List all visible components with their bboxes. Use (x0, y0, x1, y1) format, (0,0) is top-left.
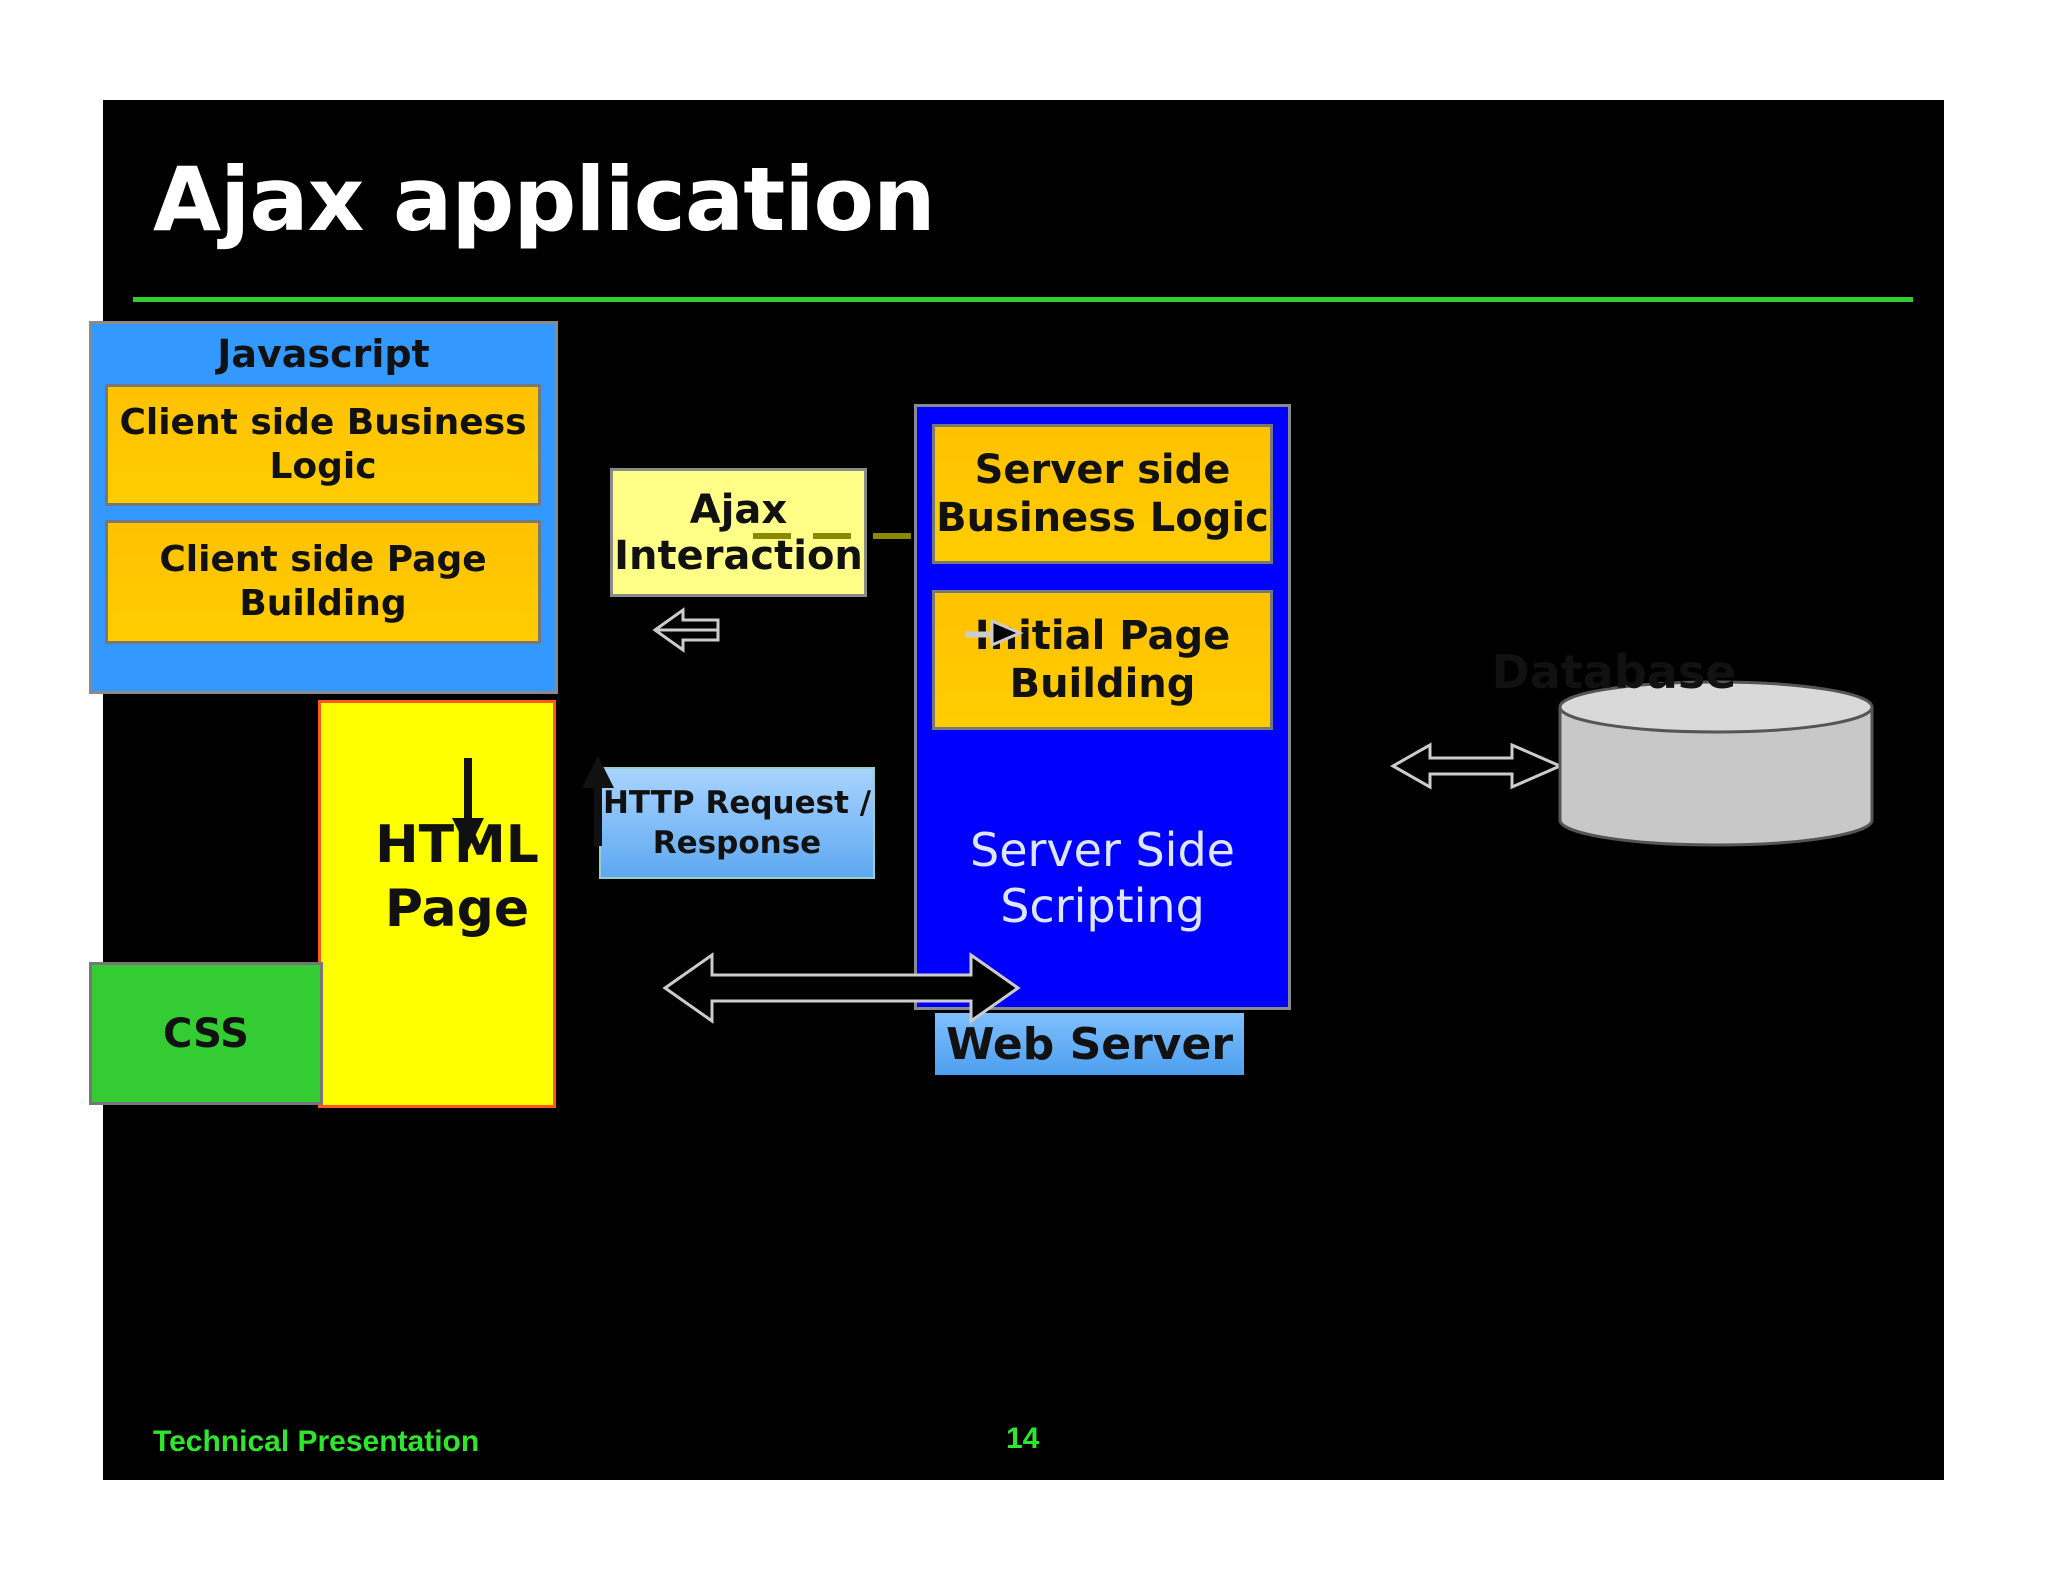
ajax-dash-decoration (873, 533, 911, 539)
ajax-right-arrow (965, 618, 1024, 648)
client-page-building-box: Client side Page Building (105, 520, 541, 644)
footer-text: Technical Presentation (153, 1425, 480, 1458)
database-double-arrow (1389, 742, 1564, 790)
ajax-dash-decoration (753, 533, 791, 539)
slide-title: Ajax application (153, 148, 936, 251)
page-number: 14 (1006, 1422, 1040, 1455)
title-rule (133, 297, 1913, 302)
http-request-response-box: HTTP Request / Response (599, 767, 875, 879)
down-arrow-icon (452, 758, 484, 850)
ajax-dash-decoration (813, 533, 851, 539)
server-business-logic-box: Server side Business Logic (932, 424, 1273, 564)
database-label: Database (1491, 645, 1737, 699)
html-page-box: HTML Page (318, 700, 556, 1108)
database-cylinder-icon (1558, 680, 1874, 847)
web-server-label: Web Server (935, 1013, 1244, 1075)
initial-page-building-box: Initial Page Building (932, 590, 1273, 730)
up-arrow-icon (582, 756, 614, 846)
javascript-title: Javascript (217, 332, 430, 376)
http-double-arrow (662, 952, 1021, 1024)
ajax-interaction-box: Ajax Interaction (610, 468, 867, 597)
ajax-left-arrow (652, 607, 720, 653)
server-scripting-label: Server Side Scripting (970, 823, 1235, 933)
client-business-logic-box: Client side Business Logic (105, 384, 541, 506)
css-box: CSS (89, 962, 323, 1105)
